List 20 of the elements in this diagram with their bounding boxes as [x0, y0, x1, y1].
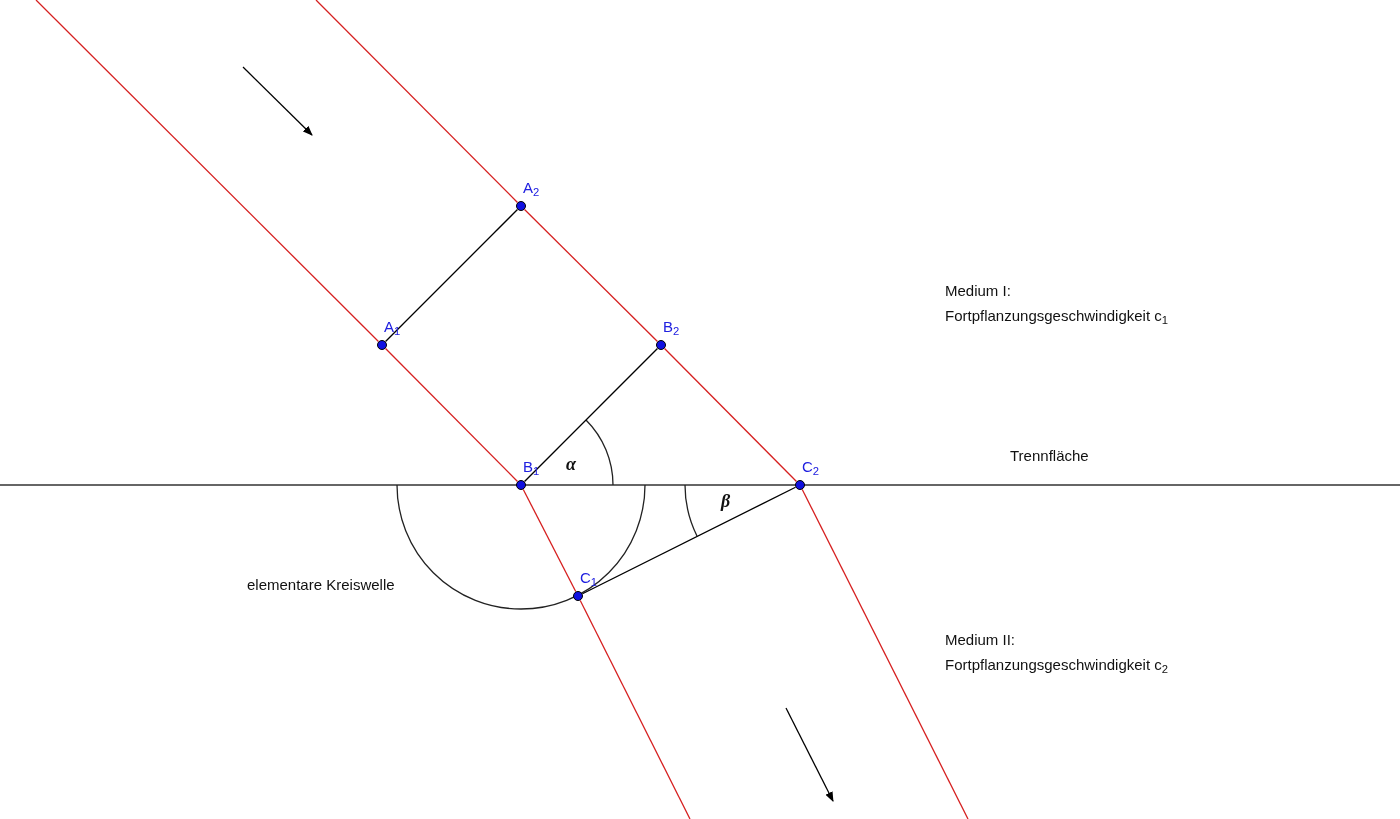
- point-label: A$_{2}$: [523, 180, 540, 195]
- ray-line: [522, 488, 577, 593]
- ray-line: [523, 208, 659, 343]
- text-label: Medium I:: [945, 282, 1011, 301]
- segment-line: [384, 208, 519, 343]
- segment-line: [523, 347, 659, 483]
- point-label: B$_{1}$: [523, 459, 540, 474]
- text-label: Fortpflanzungsgeschwindigkeit c$_{2}$: [945, 656, 1169, 675]
- text-label: Trennfläche: [1010, 447, 1089, 466]
- text-label: Medium II:: [945, 631, 1016, 650]
- point-label: C$_{1}$: [580, 570, 598, 585]
- ray-line: [663, 347, 798, 483]
- ray-line: [384, 347, 519, 483]
- angle-label: α: [566, 455, 576, 473]
- segment-line: [581, 486, 797, 595]
- text-label: elementare Kreiswelle: [247, 576, 395, 595]
- point-label: C$_{2}$: [802, 459, 820, 474]
- point-label: B$_{2}$: [663, 319, 680, 334]
- text-label: Fortpflanzungsgeschwindigkeit c$_{1}$: [945, 307, 1169, 326]
- angle-label: β: [721, 492, 731, 510]
